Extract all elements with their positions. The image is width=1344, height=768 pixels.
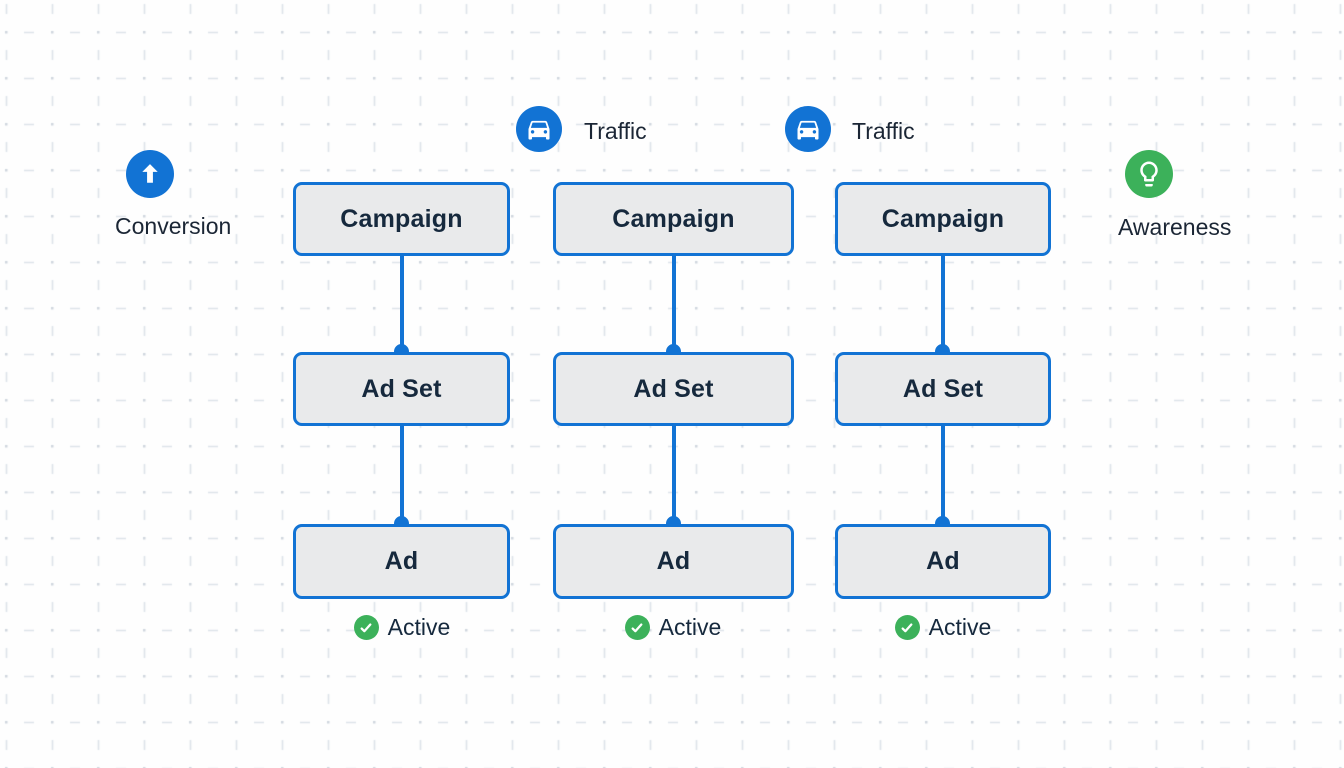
ad-set-node-label: Ad Set: [633, 374, 714, 403]
ad-set-node: Ad Set: [835, 352, 1051, 426]
conversion-label: Conversion: [115, 213, 232, 239]
campaign-node: Campaign: [293, 182, 510, 256]
connector-line: [672, 256, 676, 352]
status-badge: Active: [833, 614, 1053, 641]
status-label: Active: [928, 614, 992, 640]
conversion-arrow-up-icon: [126, 150, 174, 198]
check-icon: [624, 615, 650, 640]
awareness-label: Awareness: [1118, 214, 1232, 240]
campaign-node-label: Campaign: [340, 204, 463, 233]
ad-node: Ad: [553, 524, 794, 599]
awareness-lightbulb-icon: [1125, 150, 1173, 198]
traffic-car-icon: [516, 106, 562, 152]
ad-node-label: Ad: [926, 547, 960, 575]
campaign-node: Campaign: [553, 182, 794, 256]
connector-line: [941, 256, 945, 352]
ad-set-node: Ad Set: [553, 352, 794, 426]
check-icon: [894, 615, 920, 640]
ad-set-node: Ad Set: [293, 352, 510, 426]
status-label: Active: [387, 614, 451, 640]
ad-set-node-label: Ad Set: [361, 374, 442, 403]
ad-node: Ad: [835, 524, 1051, 599]
connector-line: [941, 426, 945, 524]
campaign-node-label: Campaign: [612, 204, 735, 233]
connector-line: [672, 426, 676, 524]
traffic-right-label: Traffic: [852, 118, 915, 144]
traffic-car-icon: [785, 106, 831, 152]
status-badge: Active: [292, 614, 512, 641]
status-label: Active: [658, 614, 722, 640]
ad-node-label: Ad: [656, 547, 691, 575]
campaign-node-label: Campaign: [881, 204, 1005, 233]
status-badge: Active: [563, 614, 783, 641]
connector-line: [400, 426, 404, 524]
campaign-node: Campaign: [835, 182, 1051, 256]
ad-node-label: Ad: [384, 547, 419, 575]
ad-set-node-label: Ad Set: [902, 374, 984, 403]
ad-node: Ad: [293, 524, 510, 599]
traffic-left-label: Traffic: [584, 118, 647, 144]
connector-line: [400, 256, 404, 352]
check-icon: [353, 615, 379, 640]
